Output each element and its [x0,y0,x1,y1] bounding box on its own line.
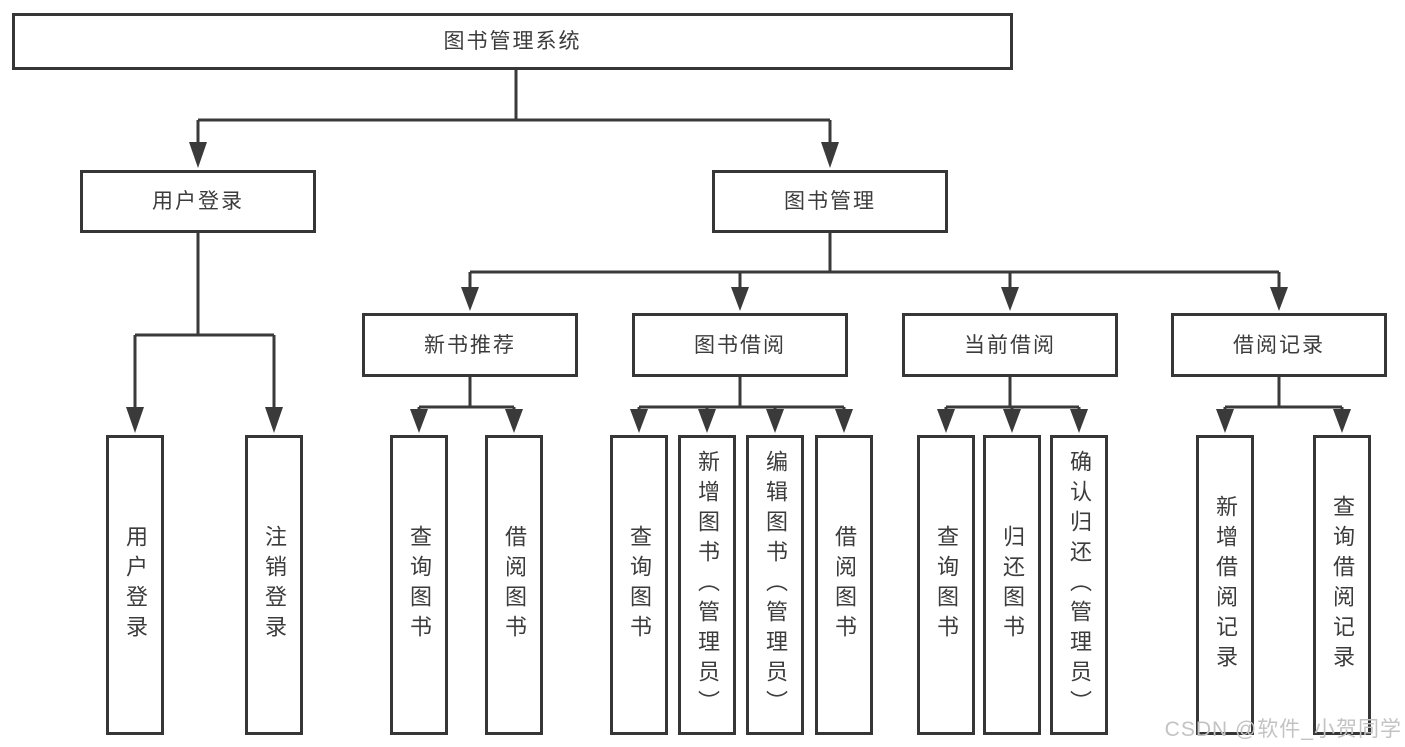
leaf-borrow-query-book: 查询图书 [610,435,668,735]
node-borrow-records: 借阅记录 [1171,313,1387,377]
leaf-query-borrow-record: 查询借阅记录 [1313,435,1371,735]
connector-userlogin-to-leaves [126,233,283,433]
connector-bookborrow-to-leaves [630,377,853,433]
leaf-add-book-admin: 新增图书（管理员） [678,435,736,735]
connector-borrowrecords-to-leaves [1216,377,1351,433]
leaf-newbooks-query-book: 查询图书 [390,435,448,735]
leaf-borrow-book: 借阅图书 [815,435,873,735]
node-book-borrow: 图书借阅 [632,313,848,377]
leaf-confirm-return-admin: 确认归还（管理员） [1050,435,1108,735]
node-current-borrow: 当前借阅 [902,313,1118,377]
connector-root-to-level2 [189,70,839,168]
leaf-current-query-book: 查询图书 [917,435,975,735]
connector-bookmgmt-to-level3 [461,233,1288,311]
connector-currentborrow-to-leaves [937,377,1088,433]
node-user-login: 用户登录 [80,170,316,233]
leaf-add-borrow-record: 新增借阅记录 [1196,435,1254,735]
node-root-system: 图书管理系统 [12,13,1013,70]
node-new-book-recommend: 新书推荐 [362,313,578,377]
connector-newbooks-to-leaves [410,377,523,433]
node-book-management: 图书管理 [712,170,948,233]
leaf-logout: 注销登录 [245,435,303,735]
leaf-return-book: 归还图书 [983,435,1041,735]
leaf-newbooks-borrow-book: 借阅图书 [485,435,543,735]
leaf-user-login: 用户登录 [106,435,164,735]
leaf-edit-book-admin: 编辑图书（管理员） [746,435,804,735]
